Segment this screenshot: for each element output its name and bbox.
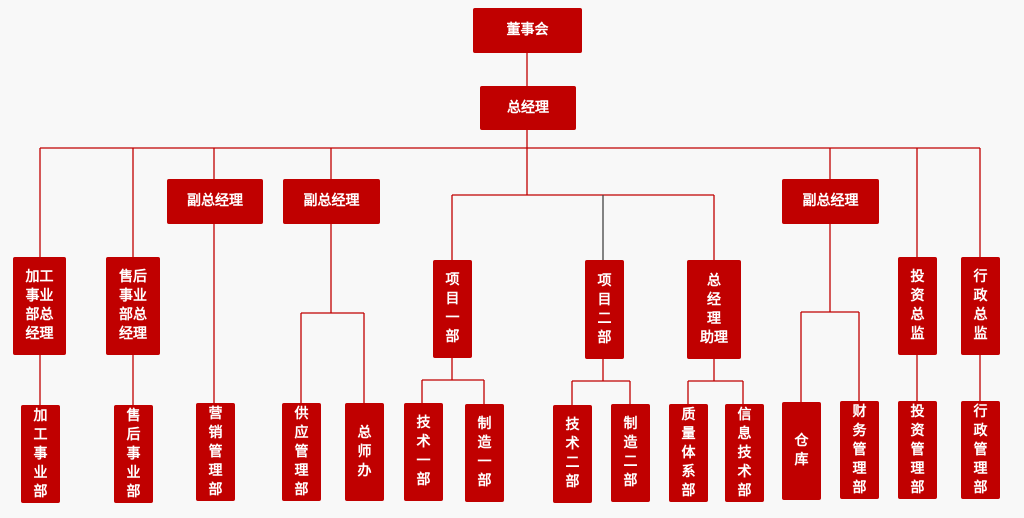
node-label: 副总经理: [303, 193, 360, 209]
node-vice-gm-1[interactable]: 副总经理: [167, 179, 263, 224]
node-label: 技 术 二 部: [565, 417, 580, 490]
node-vice-gm-3[interactable]: 副总经理: [782, 179, 879, 224]
node-general-manager[interactable]: 总经理: [480, 86, 576, 130]
node-label: 加工 事业 部总 经理: [25, 269, 54, 342]
node-investment-director[interactable]: 投 资 总 监: [898, 257, 937, 355]
node-label: 副总经理: [802, 193, 859, 209]
node-label: 售 后 事 业 部: [126, 407, 141, 500]
node-label: 仓 库: [794, 433, 809, 468]
node-it-dept[interactable]: 信 息 技 术 部: [725, 404, 764, 502]
node-aftersales-division[interactable]: 售 后 事 业 部: [114, 405, 153, 503]
node-processing-division-gm[interactable]: 加工 事业 部总 经理: [13, 257, 66, 355]
node-label: 投 资 总 监: [910, 269, 925, 342]
node-label: 总经理: [507, 99, 549, 116]
node-label: 加 工 事 业 部: [33, 407, 48, 500]
node-label: 财 务 管 理 部: [852, 403, 867, 496]
node-mfg-dept-1[interactable]: 制 造 一 部: [465, 404, 504, 502]
node-label: 副总经理: [187, 193, 243, 209]
node-label: 技 术 一 部: [416, 415, 431, 488]
node-tech-dept-1[interactable]: 技 术 一 部: [404, 403, 443, 501]
node-mfg-dept-2[interactable]: 制 造 二 部: [611, 404, 650, 502]
node-board[interactable]: 董事会: [473, 8, 582, 53]
node-supply-dept[interactable]: 供 应 管 理 部: [282, 403, 321, 501]
node-label: 总 经 理 助理: [700, 272, 728, 346]
node-label: 供 应 管 理 部: [294, 405, 309, 498]
node-label: 董事会: [506, 22, 549, 38]
node-warehouse[interactable]: 仓 库: [782, 402, 821, 500]
node-vice-gm-2[interactable]: 副总经理: [283, 179, 380, 224]
node-label: 项 目 二 部: [597, 272, 612, 346]
node-label: 总 师 办: [357, 424, 372, 479]
node-label: 营 销 管 理 部: [208, 405, 223, 498]
node-marketing-dept[interactable]: 营 销 管 理 部: [196, 403, 235, 501]
node-quality-system-dept[interactable]: 质 量 体 系 部: [669, 404, 708, 502]
node-aftersales-division-gm[interactable]: 售后 事业 部总 经理: [106, 257, 160, 355]
node-label: 投 资 管 理 部: [910, 403, 925, 496]
node-chief-engineer-office[interactable]: 总 师 办: [345, 403, 384, 501]
node-admin-dept[interactable]: 行 政 管 理 部: [961, 401, 1000, 499]
node-project-dept-1[interactable]: 项 目 一 部: [433, 260, 472, 358]
node-gm-assistant[interactable]: 总 经 理 助理: [687, 260, 741, 359]
node-finance-dept[interactable]: 财 务 管 理 部: [840, 401, 879, 499]
node-investment-dept[interactable]: 投 资 管 理 部: [898, 401, 937, 499]
node-label: 质 量 体 系 部: [681, 406, 696, 499]
node-tech-dept-2[interactable]: 技 术 二 部: [553, 405, 592, 503]
node-processing-division[interactable]: 加 工 事 业 部: [21, 405, 60, 503]
node-label: 项 目 一 部: [445, 272, 460, 345]
node-label: 信 息 技 术 部: [737, 406, 752, 499]
node-label: 行 政 管 理 部: [973, 403, 988, 496]
node-label: 制 造 一 部: [477, 416, 492, 489]
node-label: 行 政 总 监: [973, 269, 988, 342]
node-project-dept-2[interactable]: 项 目 二 部: [585, 260, 624, 359]
node-admin-director[interactable]: 行 政 总 监: [961, 257, 1000, 355]
node-label: 制 造 二 部: [623, 416, 638, 489]
node-label: 售后 事业 部总 经理: [119, 269, 147, 342]
